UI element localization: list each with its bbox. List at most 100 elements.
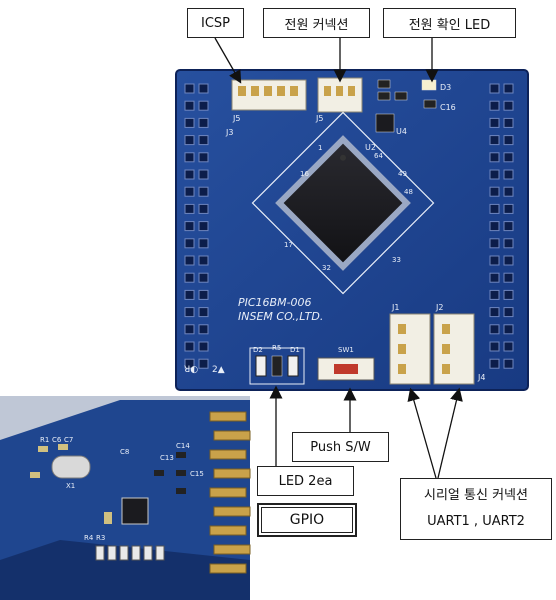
pin-49: 49 bbox=[398, 170, 407, 178]
header-pin bbox=[198, 203, 209, 214]
header-pin bbox=[503, 289, 514, 300]
header-pin bbox=[503, 135, 514, 146]
header-pin bbox=[489, 100, 500, 111]
header-pin bbox=[489, 221, 500, 232]
header-pin bbox=[503, 100, 514, 111]
pin-1: 1 bbox=[318, 144, 322, 152]
serial-label-line2: UART1 , UART2 bbox=[427, 514, 525, 529]
power-ref: J5 bbox=[315, 114, 323, 123]
push-sw-label: Push S/W bbox=[292, 432, 389, 462]
sw-ref: SW1 bbox=[338, 346, 354, 354]
chip-ref: U2 bbox=[365, 143, 376, 152]
inset-ref-6: C14 bbox=[176, 442, 190, 450]
header-pin bbox=[489, 135, 500, 146]
left-header-pins bbox=[184, 83, 209, 369]
header-pin bbox=[184, 152, 195, 163]
header-pin bbox=[503, 238, 514, 249]
inset-resistor bbox=[155, 545, 165, 561]
header-pin bbox=[489, 238, 500, 249]
header-pin bbox=[489, 289, 500, 300]
header-pin bbox=[489, 203, 500, 214]
header-pin bbox=[489, 307, 500, 318]
header-pin bbox=[184, 238, 195, 249]
uart1-ref: J1 bbox=[391, 303, 399, 312]
inset-gold-pin bbox=[213, 468, 251, 479]
header-pin bbox=[503, 203, 514, 214]
header-pin bbox=[503, 307, 514, 318]
header-pin bbox=[503, 255, 514, 266]
header-pin bbox=[198, 152, 209, 163]
header-pin bbox=[489, 341, 500, 352]
power-connector-label: 전원 커넥션 bbox=[263, 8, 370, 38]
header-pin bbox=[503, 117, 514, 128]
inset-resistor bbox=[143, 545, 153, 561]
uart2-ref: J2 bbox=[435, 303, 443, 312]
inset-gold-pin bbox=[213, 506, 251, 517]
board-model: PIC16BM-006 bbox=[238, 296, 312, 309]
header-pin bbox=[503, 272, 514, 283]
board-maker: INSEM CO.,LTD. bbox=[238, 310, 323, 323]
header-pin bbox=[489, 272, 500, 283]
header-pin bbox=[198, 255, 209, 266]
header-pin bbox=[503, 186, 514, 197]
header-pin bbox=[503, 341, 514, 352]
header-pin bbox=[198, 100, 209, 111]
push-switch bbox=[317, 357, 375, 381]
inset-gold-pin bbox=[209, 525, 247, 536]
pin-32: 32 bbox=[322, 264, 331, 272]
icsp-label: ICSP bbox=[187, 8, 244, 38]
header-pin bbox=[503, 169, 514, 180]
pin-48: 48 bbox=[404, 188, 413, 196]
led-ref: D3 bbox=[440, 83, 451, 92]
header-ref: J3 bbox=[225, 128, 233, 137]
regulator bbox=[375, 113, 395, 133]
header-pin bbox=[198, 324, 209, 335]
header-pin bbox=[184, 272, 195, 283]
icsp-connector bbox=[231, 79, 307, 111]
serial-connector-label: 시리얼 통신 커넥션 UART1 , UART2 bbox=[400, 478, 552, 540]
power-connector bbox=[317, 77, 363, 113]
header-pin bbox=[198, 272, 209, 283]
j4-ref: J4 bbox=[477, 373, 485, 382]
header-pin bbox=[184, 307, 195, 318]
rev-mark: 2▲ bbox=[212, 365, 225, 375]
header-pin bbox=[184, 203, 195, 214]
pin-17: 17 bbox=[284, 241, 293, 249]
header-pin bbox=[184, 83, 195, 94]
inset-resistor bbox=[131, 545, 141, 561]
inset-gold-pin bbox=[213, 544, 251, 555]
reg-ref: U4 bbox=[396, 127, 407, 136]
serial-label-line1: 시리얼 통신 커넥션 bbox=[424, 488, 528, 503]
led-d2 bbox=[255, 355, 267, 377]
header-pin bbox=[184, 358, 195, 369]
header-pin bbox=[489, 255, 500, 266]
right-header-pins bbox=[489, 83, 514, 369]
pin-33: 33 bbox=[392, 256, 401, 264]
led2-ref: D2 bbox=[253, 346, 263, 354]
header-pin bbox=[489, 117, 500, 128]
header-pin bbox=[489, 324, 500, 335]
header-pin bbox=[503, 221, 514, 232]
header-pin bbox=[184, 255, 195, 266]
inset-gold-pin bbox=[209, 563, 247, 574]
header-pin bbox=[489, 83, 500, 94]
inset-gold-pin bbox=[209, 487, 247, 498]
header-pin bbox=[489, 152, 500, 163]
header-pin bbox=[198, 117, 209, 128]
inset-resistor bbox=[95, 545, 105, 561]
cap-ref: C16 bbox=[440, 103, 456, 112]
inset-ref-0: R1 bbox=[40, 436, 49, 444]
header-pin bbox=[198, 307, 209, 318]
header-pin bbox=[489, 186, 500, 197]
header-pin bbox=[184, 117, 195, 128]
pin-16: 16 bbox=[300, 170, 309, 178]
gpio-label: GPIO bbox=[261, 507, 353, 533]
inset-ref-1: C6 bbox=[52, 436, 62, 444]
inset-ref-7: C15 bbox=[190, 470, 204, 478]
header-pin bbox=[198, 341, 209, 352]
inset-resistor bbox=[119, 545, 129, 561]
led1-ref: D1 bbox=[290, 346, 300, 354]
inset-ref-2: C7 bbox=[64, 436, 73, 444]
header-pin bbox=[503, 324, 514, 335]
